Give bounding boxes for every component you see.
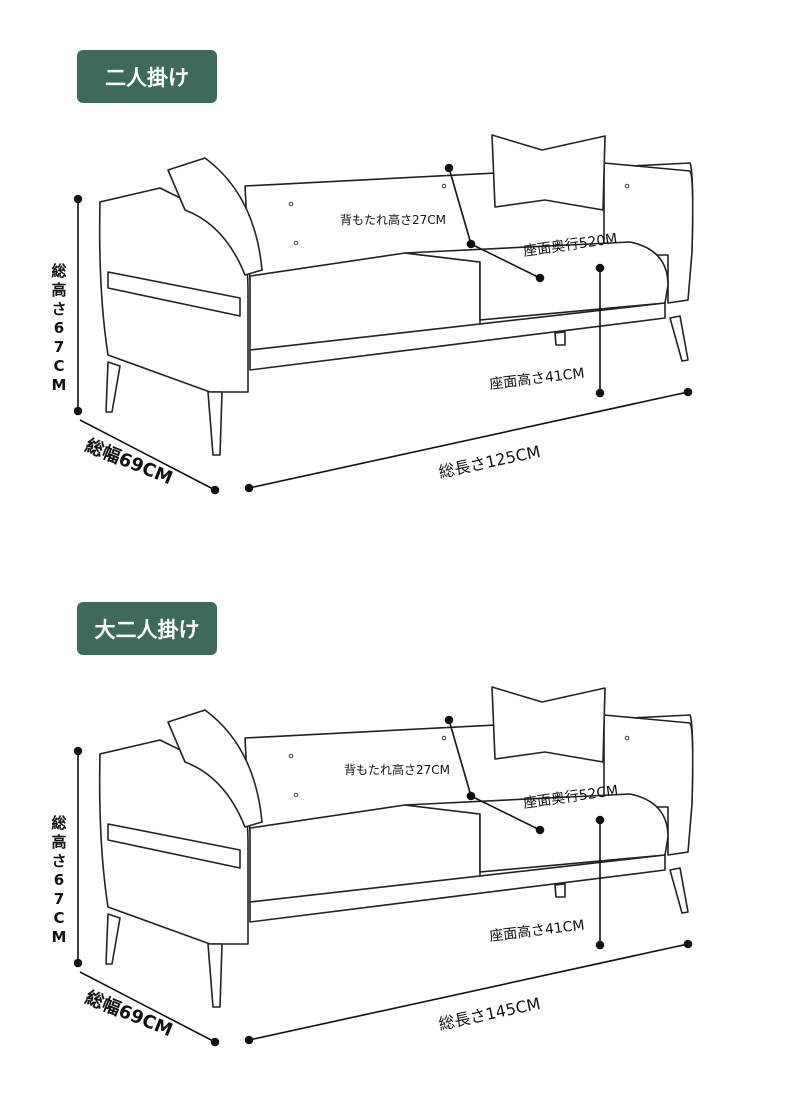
arm-band	[107, 823, 241, 869]
back-height-label: 背もたれ高さ27CM	[344, 762, 450, 777]
total-length-label: 総長さ145CM	[437, 994, 542, 1034]
leg-mid	[554, 883, 566, 898]
sofa-section-2: 大二人掛け	[0, 552, 790, 1104]
leg-right	[669, 315, 689, 362]
leg-front-left	[207, 943, 223, 1008]
model-badge: 二人掛け	[77, 50, 217, 103]
pillow-left	[167, 157, 263, 276]
sofa-diagram: 背もたれ高さ27CM 座面奥行520M 座面高さ41CM 総幅69CM 総長さ1…	[73, 134, 694, 495]
arm-band	[107, 271, 241, 317]
seat-height-label: 座面高さ41CM	[488, 916, 585, 945]
pillow-right	[491, 134, 606, 211]
sofa-seat-right	[404, 793, 669, 873]
total-height-label: 総 高 さ 6 7 C M	[51, 262, 67, 394]
total-height-label: 総 高 さ 6 7 C M	[51, 814, 67, 946]
pillow-right	[491, 686, 606, 763]
leg-back-left	[105, 913, 121, 965]
total-length-label: 総長さ125CM	[437, 442, 542, 482]
leg-mid	[554, 331, 566, 346]
sofa-seat-right	[404, 241, 669, 321]
sofa-section-1: 二人掛け	[0, 0, 790, 552]
leg-right	[669, 867, 689, 914]
sofa-base	[249, 854, 666, 923]
sofa-base	[249, 302, 666, 371]
sofa-diagram: 背もたれ高さ27CM 座面奥行52CM 座面高さ41CM 総幅69CM 総長さ1…	[73, 686, 694, 1047]
leg-front-left	[207, 391, 223, 456]
back-height-label: 背もたれ高さ27CM	[340, 212, 446, 227]
sofa-right-arm	[603, 162, 694, 304]
leg-back-left	[105, 361, 121, 413]
sofa-right-arm	[603, 714, 694, 856]
seat-height-label: 座面高さ41CM	[488, 364, 585, 393]
pillow-left	[167, 709, 263, 828]
model-badge: 大二人掛け	[77, 602, 217, 655]
